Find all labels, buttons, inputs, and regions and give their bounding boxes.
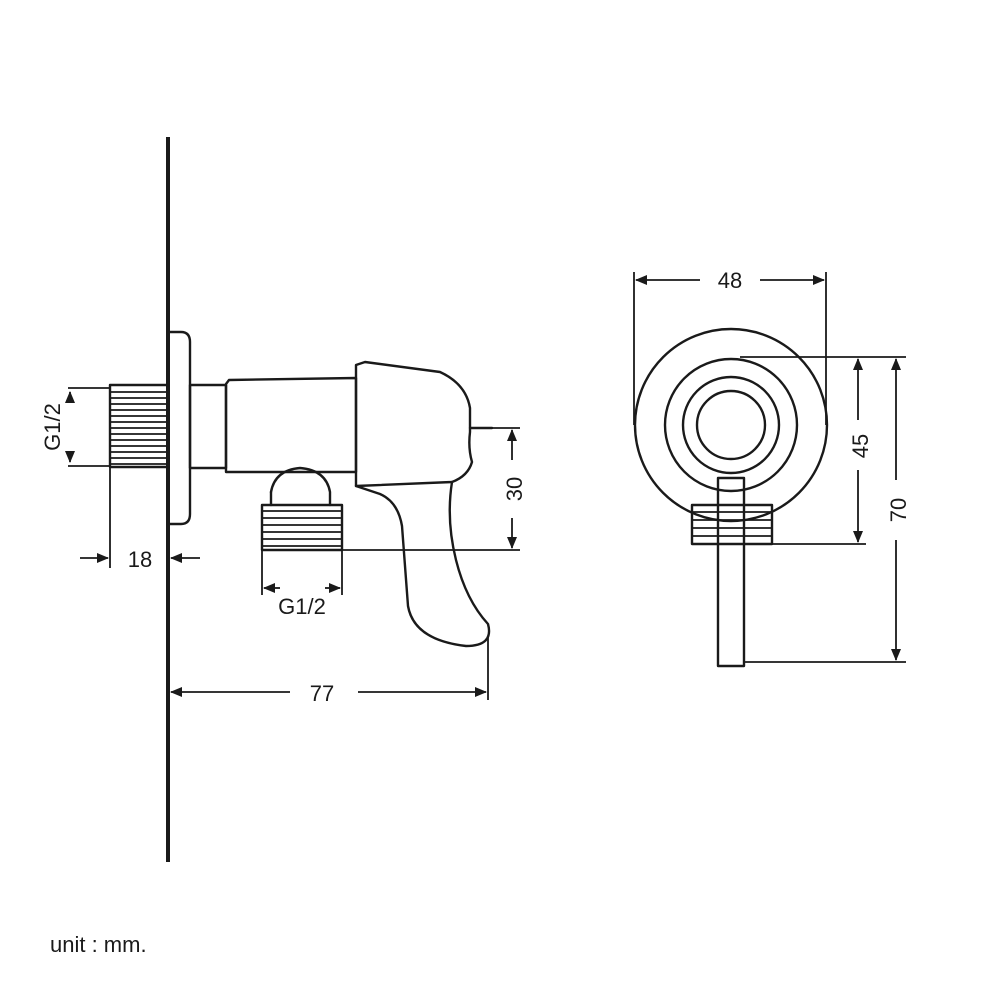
side-view [108,137,494,862]
unit-note: unit : mm. [50,932,147,957]
wall-flange [166,330,192,526]
front-lever [716,476,746,668]
handle-head [354,360,474,488]
front-head-center [695,389,767,461]
dim-outlet-thread-label: G1/2 [278,594,326,619]
dim-flange-depth-label: 18 [128,547,152,572]
front-view [633,327,829,668]
inlet-thread [108,383,170,469]
front-head-ring [681,375,781,475]
front-body-circle [663,357,799,493]
front-outlet-thread [690,503,774,546]
front-flange-circle [633,327,829,523]
dim-outlet-height-label: 30 [502,477,527,501]
valve-body [224,376,358,474]
handle-lever [354,480,491,648]
dim-center-height-label: 45 [848,434,873,458]
pipe-neck [188,383,228,470]
dim-flange-width-label: 48 [718,268,742,293]
side-dimensions: G1/2 18 G1/2 30 77 [40,387,527,706]
dim-total-length-label: 77 [310,681,334,706]
dim-total-height-label: 70 [886,498,911,522]
dim-inlet-thread-label: G1/2 [40,403,65,451]
front-dimensions: 48 45 70 [633,268,911,663]
outlet-thread [260,503,344,552]
outlet-neck [269,466,332,507]
